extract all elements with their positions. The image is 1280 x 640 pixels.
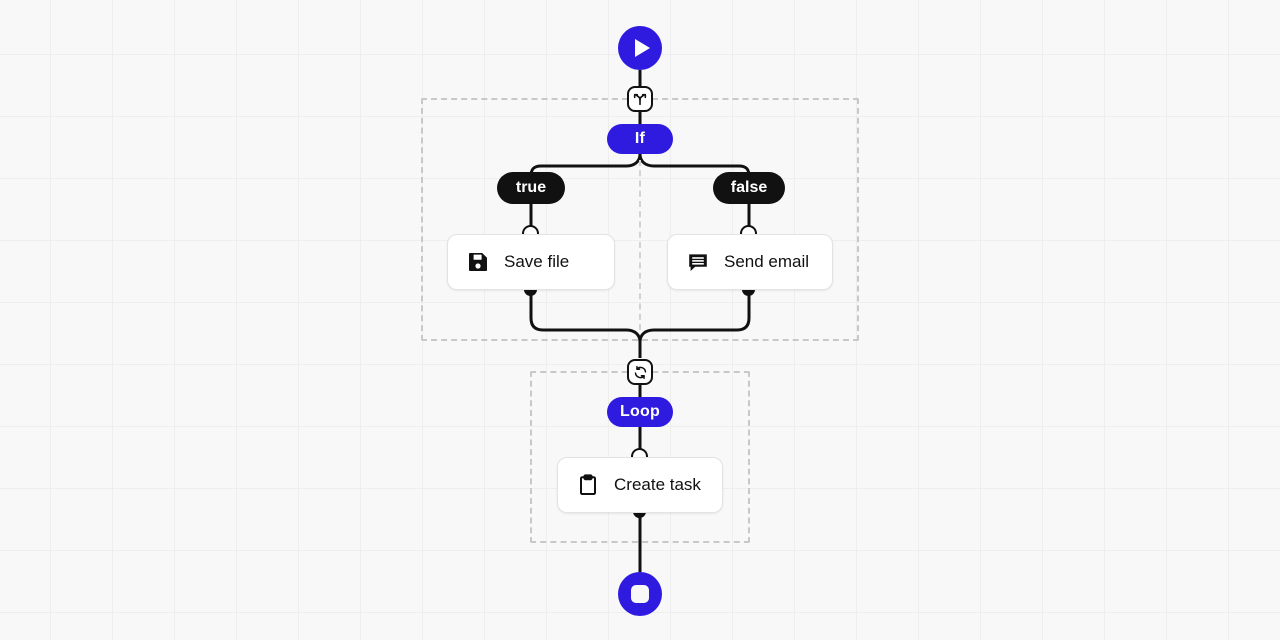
send-email-label: Send email [724,252,810,271]
branch-split-icon-chip[interactable] [627,86,653,112]
edge-save-to-merge [529,289,642,358]
edge-send-to-merge [638,289,751,358]
if-node-label: If [634,130,646,147]
action-card-send-email[interactable]: Send email [667,234,833,290]
branch-label-true[interactable]: true [497,172,565,204]
branch-label-false[interactable]: false [713,172,785,204]
floppy-disk-save-icon [469,253,487,271]
clipboard-icon [580,474,596,495]
message-bubble-icon [689,254,707,271]
branch-split-icon [633,93,647,106]
refresh-loop-icon-chip[interactable] [627,359,653,385]
branch-divider [639,160,641,330]
stop-square-icon [631,585,649,603]
action-card-create-task[interactable]: Create task [557,457,723,513]
end-stop-button[interactable] [618,572,662,616]
create-task-label: Create task [614,475,701,494]
action-card-save-file[interactable]: Save file [447,234,615,290]
start-trigger-button[interactable] [618,26,662,70]
refresh-loop-icon [634,365,646,379]
save-file-label: Save file [504,252,570,271]
branch-false-text: false [730,179,768,196]
loop-node-label: Loop [620,403,660,420]
play-icon [634,39,650,57]
loop-node-pill[interactable]: Loop [607,397,673,427]
branch-true-text: true [515,179,547,196]
if-node-pill[interactable]: If [607,124,673,154]
